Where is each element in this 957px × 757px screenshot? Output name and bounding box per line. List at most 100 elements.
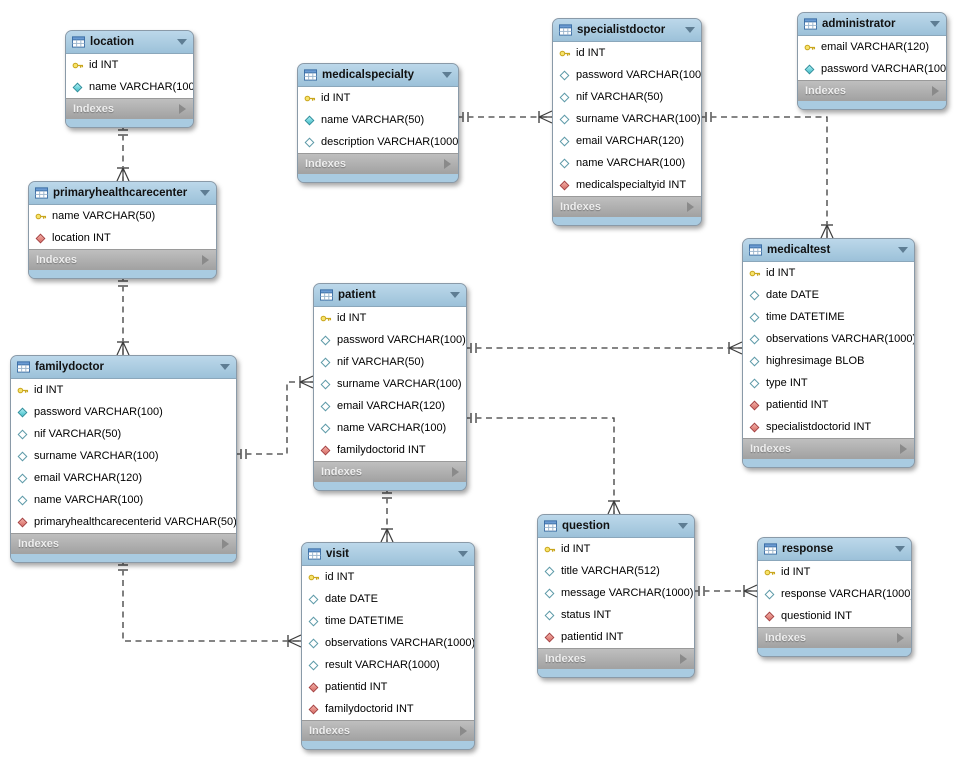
field-medicalspecialty-2[interactable]: description VARCHAR(1000) [298, 131, 458, 153]
field-question-3[interactable]: status INT [538, 604, 694, 626]
table-header-question[interactable]: question [538, 515, 694, 538]
indexes-bar-administrator[interactable]: Indexes [798, 80, 946, 101]
field-question-4[interactable]: patientid INT [538, 626, 694, 648]
field-patient-2[interactable]: nif VARCHAR(50) [314, 351, 466, 373]
field-specialistdoctor-0[interactable]: id INT [553, 42, 701, 64]
expand-arrow-icon[interactable] [452, 467, 459, 477]
table-header-medicaltest[interactable]: medicaltest [743, 239, 914, 262]
field-response-2[interactable]: questionid INT [758, 605, 911, 627]
expand-arrow-icon[interactable] [900, 444, 907, 454]
field-visit-6[interactable]: familydoctorid INT [302, 698, 474, 720]
field-visit-4[interactable]: result VARCHAR(1000) [302, 654, 474, 676]
collapse-arrow-icon[interactable] [678, 523, 688, 529]
expand-arrow-icon[interactable] [202, 255, 209, 265]
field-specialistdoctor-5[interactable]: name VARCHAR(100) [553, 152, 701, 174]
field-primaryhealthcarecenter-0[interactable]: name VARCHAR(50) [29, 205, 216, 227]
table-header-administrator[interactable]: administrator [798, 13, 946, 36]
field-response-1[interactable]: response VARCHAR(1000) [758, 583, 911, 605]
indexes-bar-primaryhealthcarecenter[interactable]: Indexes [29, 249, 216, 270]
table-header-specialistdoctor[interactable]: specialistdoctor [553, 19, 701, 42]
field-question-0[interactable]: id INT [538, 538, 694, 560]
indexes-bar-visit[interactable]: Indexes [302, 720, 474, 741]
collapse-arrow-icon[interactable] [442, 72, 452, 78]
field-specialistdoctor-6[interactable]: medicalspecialtyid INT [553, 174, 701, 196]
field-medicaltest-2[interactable]: time DATETIME [743, 306, 914, 328]
relationship-familydoctor-visit[interactable] [118, 559, 302, 648]
expand-arrow-icon[interactable] [680, 654, 687, 664]
field-visit-3[interactable]: observations VARCHAR(1000) [302, 632, 474, 654]
table-header-primaryhealthcarecenter[interactable]: primaryhealthcarecenter [29, 182, 216, 205]
field-familydoctor-1[interactable]: password VARCHAR(100) [11, 401, 236, 423]
field-medicaltest-5[interactable]: type INT [743, 372, 914, 394]
field-specialistdoctor-2[interactable]: nif VARCHAR(50) [553, 86, 701, 108]
field-visit-1[interactable]: date DATE [302, 588, 474, 610]
expand-arrow-icon[interactable] [460, 726, 467, 736]
field-administrator-1[interactable]: password VARCHAR(100) [798, 58, 946, 80]
field-patient-0[interactable]: id INT [314, 307, 466, 329]
relationship-question-response[interactable] [693, 584, 758, 598]
collapse-arrow-icon[interactable] [458, 551, 468, 557]
field-medicaltest-7[interactable]: specialistdoctorid INT [743, 416, 914, 438]
field-primaryhealthcarecenter-1[interactable]: location INT [29, 227, 216, 249]
table-header-patient[interactable]: patient [314, 284, 466, 307]
table-header-familydoctor[interactable]: familydoctor [11, 356, 236, 379]
indexes-bar-response[interactable]: Indexes [758, 627, 911, 648]
collapse-arrow-icon[interactable] [685, 27, 695, 33]
table-header-location[interactable]: location [66, 31, 193, 54]
field-medicaltest-4[interactable]: highresimage BLOB [743, 350, 914, 372]
expand-arrow-icon[interactable] [179, 104, 186, 114]
table-header-response[interactable]: response [758, 538, 911, 561]
field-response-0[interactable]: id INT [758, 561, 911, 583]
field-visit-2[interactable]: time DATETIME [302, 610, 474, 632]
field-location-1[interactable]: name VARCHAR(100) [66, 76, 193, 98]
field-patient-6[interactable]: familydoctorid INT [314, 439, 466, 461]
table-header-visit[interactable]: visit [302, 543, 474, 566]
field-patient-3[interactable]: surname VARCHAR(100) [314, 373, 466, 395]
table-header-medicalspecialty[interactable]: medicalspecialty [298, 64, 458, 87]
collapse-arrow-icon[interactable] [898, 247, 908, 253]
collapse-arrow-icon[interactable] [450, 292, 460, 298]
collapse-arrow-icon[interactable] [895, 546, 905, 552]
relationship-patient-medicaltest[interactable] [465, 341, 743, 355]
field-patient-5[interactable]: name VARCHAR(100) [314, 417, 466, 439]
expand-arrow-icon[interactable] [932, 86, 939, 96]
indexes-bar-familydoctor[interactable]: Indexes [11, 533, 236, 554]
field-medicalspecialty-0[interactable]: id INT [298, 87, 458, 109]
field-specialistdoctor-4[interactable]: email VARCHAR(120) [553, 130, 701, 152]
field-familydoctor-5[interactable]: name VARCHAR(100) [11, 489, 236, 511]
field-medicaltest-6[interactable]: patientid INT [743, 394, 914, 416]
collapse-arrow-icon[interactable] [220, 364, 230, 370]
collapse-arrow-icon[interactable] [177, 39, 187, 45]
field-medicaltest-0[interactable]: id INT [743, 262, 914, 284]
field-patient-4[interactable]: email VARCHAR(120) [314, 395, 466, 417]
relationship-familydoctor-patient[interactable] [235, 375, 314, 459]
field-medicaltest-1[interactable]: date DATE [743, 284, 914, 306]
field-familydoctor-4[interactable]: email VARCHAR(120) [11, 467, 236, 489]
collapse-arrow-icon[interactable] [200, 190, 210, 196]
field-specialistdoctor-1[interactable]: password VARCHAR(100) [553, 64, 701, 86]
expand-arrow-icon[interactable] [897, 633, 904, 643]
field-specialistdoctor-3[interactable]: surname VARCHAR(100) [553, 108, 701, 130]
expand-arrow-icon[interactable] [222, 539, 229, 549]
field-familydoctor-0[interactable]: id INT [11, 379, 236, 401]
field-familydoctor-6[interactable]: primaryhealthcarecenterid VARCHAR(50) [11, 511, 236, 533]
field-familydoctor-2[interactable]: nif VARCHAR(50) [11, 423, 236, 445]
relationship-specialistdoctor-medicaltest[interactable] [700, 112, 834, 239]
collapse-arrow-icon[interactable] [930, 21, 940, 27]
field-familydoctor-3[interactable]: surname VARCHAR(100) [11, 445, 236, 467]
field-medicalspecialty-1[interactable]: name VARCHAR(50) [298, 109, 458, 131]
field-location-0[interactable]: id INT [66, 54, 193, 76]
indexes-bar-specialistdoctor[interactable]: Indexes [553, 196, 701, 217]
field-medicaltest-3[interactable]: observations VARCHAR(1000) [743, 328, 914, 350]
relationship-medicalspecialty-specialistdoctor[interactable] [457, 110, 553, 124]
indexes-bar-question[interactable]: Indexes [538, 648, 694, 669]
field-administrator-0[interactable]: email VARCHAR(120) [798, 36, 946, 58]
